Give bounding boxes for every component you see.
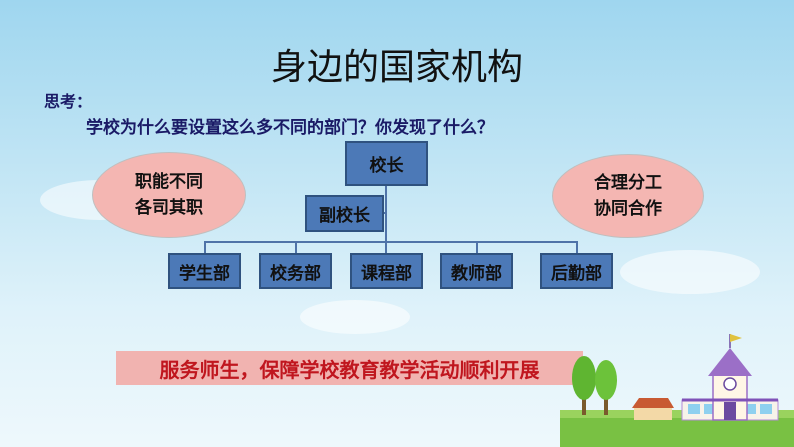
department-box-logistics: 后勤部 [540, 253, 613, 289]
school-building-icon [681, 334, 779, 421]
department-drop-line [204, 241, 206, 254]
cloud-decoration [620, 250, 760, 294]
department-drop-line [576, 241, 578, 254]
department-drop-line [476, 241, 478, 254]
principal-box: 校长 [345, 141, 428, 186]
school-scenery-illustration [560, 334, 794, 447]
department-box-curriculum: 课程部 [350, 253, 423, 289]
department-box-teachers: 教师部 [440, 253, 513, 289]
question-text: 学校为什么要设置这么多不同的部门？你发现了什么？ [86, 118, 494, 138]
department-bus-line [204, 241, 577, 243]
page-title: 身边的国家机构 [270, 47, 523, 88]
tree-icon [572, 356, 596, 415]
left-ellipse-line1: 职能不同 [135, 172, 203, 192]
think-label: 思考： [44, 92, 93, 111]
summary-banner: 服务师生，保障学校教育教学活动顺利开展 [116, 351, 583, 385]
trunk-line [385, 186, 387, 242]
tree-icon [595, 360, 617, 415]
cloud-decoration [300, 300, 410, 334]
department-drop-line [385, 241, 387, 254]
grass-top [560, 410, 794, 418]
department-box-affairs: 校务部 [259, 253, 332, 289]
small-house-icon [632, 398, 674, 420]
left-ellipse: 职能不同 各司其职 [92, 152, 246, 238]
department-box-students: 学生部 [168, 253, 241, 289]
right-ellipse-line1: 合理分工 [594, 173, 662, 193]
department-drop-line [295, 241, 297, 254]
right-ellipse-line2: 协同合作 [594, 199, 662, 219]
vice-connector-line [383, 212, 387, 214]
right-ellipse: 合理分工 协同合作 [552, 154, 704, 238]
vice-principal-box: 副校长 [305, 195, 384, 232]
left-ellipse-line2: 各司其职 [135, 198, 203, 218]
